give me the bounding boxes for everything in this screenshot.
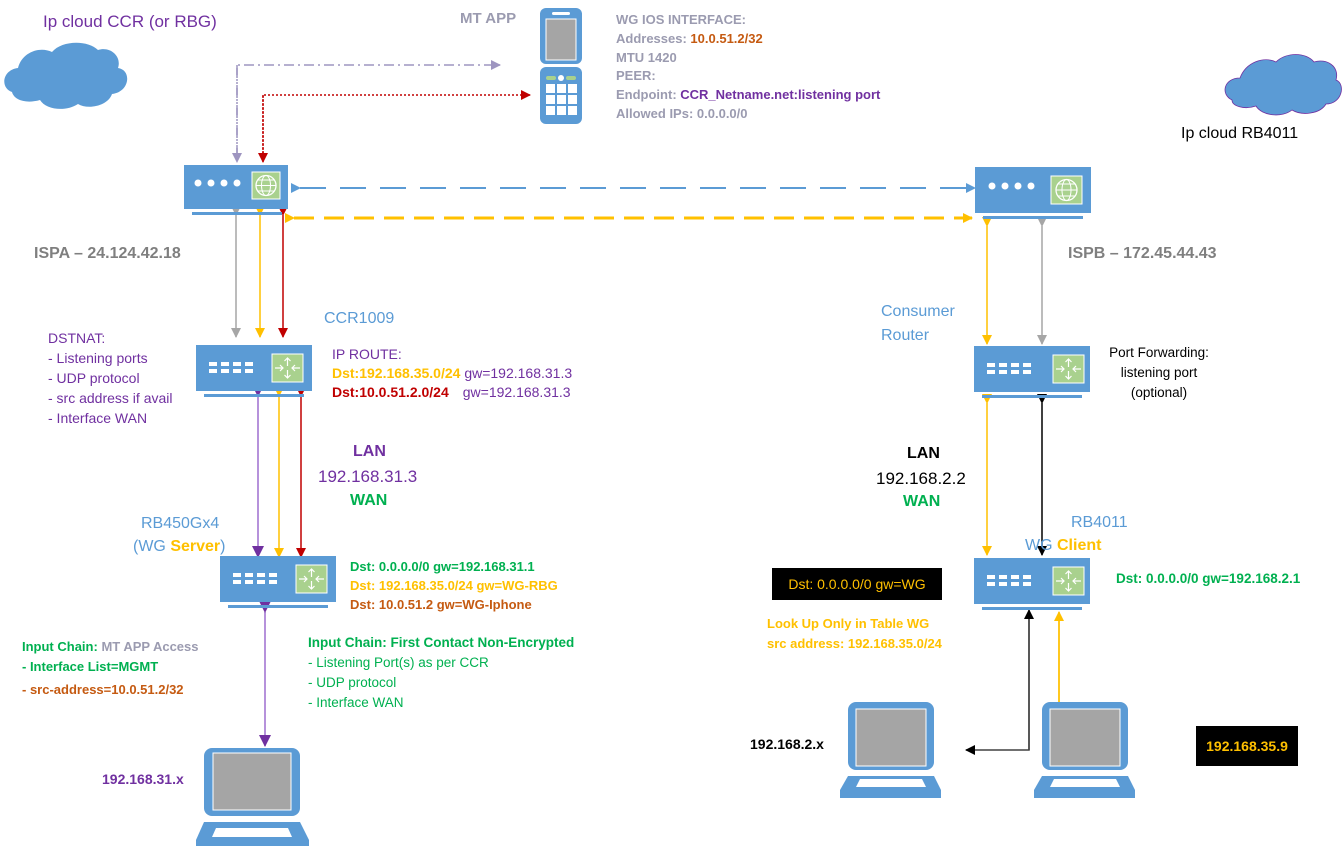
input-chain-first-title: Input Chain: First Contact Non-Encrypted: [308, 635, 575, 650]
wg-ios-title: WG IOS INTERFACE:: [616, 12, 746, 27]
phone-icon[interactable]: [540, 8, 582, 124]
ispa-label: ISPA – 24.124.42.18: [34, 245, 181, 262]
rb4011-route: Dst: 0.0.0.0/0 gw=192.168.2.1: [1116, 571, 1301, 586]
ispb-label: ISPB – 172.45.44.43: [1068, 245, 1217, 262]
right-link-ip: 192.168.2.2: [876, 469, 966, 488]
wg-table-route: Dst: 0.0.0.0/0 gw=WG: [788, 576, 926, 592]
cloud-label-right: Ip cloud RB4011: [1181, 125, 1299, 142]
input-chain-first-item: - Interface WAN: [308, 695, 404, 710]
ccr-ip-route-info: IP ROUTE: Dst:192.168.35.0/24 gw=192.168…: [332, 345, 572, 402]
port-forwarding-info: Port Forwarding: listening port (optiona…: [1109, 345, 1209, 400]
left-pc-ip: 192.168.31.x: [102, 771, 184, 787]
dstnat-title: DSTNAT:: [48, 330, 106, 346]
input-chain-first-item: - UDP protocol: [308, 675, 397, 690]
rb450-route: Dst: 192.168.35.0/24 gw=WG-RBG: [350, 578, 558, 593]
rb4011-role: WG Client: [1025, 537, 1102, 554]
ip-route-dst: Dst:192.168.35.0/24: [332, 365, 461, 381]
router-arrows-icon: [1052, 354, 1085, 384]
left-link-ip: 192.168.31.3: [318, 467, 418, 486]
ip-route-gw: gw=192.168.31.3: [462, 384, 571, 400]
laptop-icon-192-168-35-9[interactable]: [1034, 702, 1135, 798]
rb450-route: Dst: 10.0.51.2 gw=WG-Iphone: [350, 597, 532, 612]
wg-ios-mtu: MTU 1420: [616, 49, 677, 65]
left-wan-label: WAN: [350, 492, 388, 509]
wg-ios-allowed-ips: Allowed IPs: 0.0.0.0/0: [616, 105, 748, 121]
input-chain-mgmt-src: - src-address=10.0.51.2/32: [22, 682, 184, 697]
ispb-modem[interactable]: [975, 167, 1091, 219]
cloud-icon-left: [4, 42, 128, 109]
rb450gx4-router[interactable]: [220, 556, 336, 608]
input-chain-mgmt: Input Chain: MT APP Access - Interface L…: [22, 637, 199, 700]
laptop-icon-192-168-2-x[interactable]: [840, 702, 941, 798]
globe-icon: [251, 171, 281, 200]
wg-ios-endpoint-value: CCR_Netname.net:listening port: [680, 87, 881, 103]
dstnat-item: - Interface WAN: [48, 410, 148, 426]
ip-route-dst: Dst:10.0.51.2.0/24: [332, 384, 449, 400]
right-lan-label: LAN: [907, 445, 940, 462]
right-pc2-ip: 192.168.35.9: [1206, 738, 1288, 754]
mt-app-wg-link: [258, 90, 531, 163]
laptop-icon-192-168-31-x[interactable]: [196, 748, 309, 846]
mt-app-label: MT APP: [460, 10, 517, 27]
dstnat-info: DSTNAT: - Listening ports - UDP protocol…: [48, 328, 172, 428]
ccr1009-router[interactable]: [196, 345, 312, 397]
ip-route-gw: gw=192.168.31.3: [460, 365, 573, 381]
right-wan-label: WAN: [903, 493, 941, 510]
cloud-label-left: Ip cloud CCR (or RBG): [43, 12, 217, 31]
rb4011-pc1-black-link: [965, 612, 1030, 755]
rb450-role: (WG Server): [133, 538, 226, 555]
wg-ios-addresses-label: Addresses:: [616, 30, 691, 46]
dstnat-item: - UDP protocol: [48, 370, 140, 386]
consumer-router[interactable]: [974, 346, 1090, 398]
ip-route-title: IP ROUTE:: [332, 346, 402, 362]
rb4011-label: RB4011: [1071, 514, 1128, 531]
lookup-rule-info: Look Up Only in Table WG src address: 19…: [767, 616, 942, 651]
dstnat-item: - src address if avail: [48, 390, 173, 406]
right-pc2-ip-box: 192.168.35.9: [1196, 726, 1298, 766]
cloud-icon-right: [1224, 54, 1342, 116]
right-pc1-ip: 192.168.2.x: [750, 736, 824, 752]
mt-app-mgmt-link: [232, 60, 501, 163]
input-chain-mgmt-iface: - Interface List=MGMT: [22, 659, 159, 674]
globe-icon: [1050, 175, 1083, 205]
router-arrows-icon: [295, 564, 328, 594]
ispa-modem[interactable]: [184, 165, 288, 215]
wg-ios-addresses-value: 10.0.51.2/32: [690, 30, 763, 46]
rb4011-router[interactable]: [974, 558, 1090, 610]
wg-ios-interface-info: WG IOS INTERFACE: Addresses: 10.0.51.2/3…: [616, 11, 880, 124]
input-chain-first-contact: Input Chain: First Contact Non-Encrypted…: [308, 633, 574, 713]
router-arrows-icon: [271, 353, 304, 383]
wg-ios-endpoint-label: Endpoint:: [616, 87, 681, 103]
rb450-routes: Dst: 0.0.0.0/0 gw=192.168.31.1 Dst: 192.…: [350, 557, 558, 614]
wg-table-route-box: Dst: 0.0.0.0/0 gw=WG: [772, 568, 942, 600]
left-lan-label: LAN: [353, 443, 386, 460]
wg-ios-peer: PEER:: [616, 68, 656, 84]
router-arrows-icon: [1052, 566, 1085, 596]
rb450-route: Dst: 0.0.0.0/0 gw=192.168.31.1: [350, 559, 535, 574]
dstnat-item: - Listening ports: [48, 350, 148, 366]
rb450-label: RB450Gx4: [141, 515, 220, 532]
input-chain-first-item: - Listening Port(s) as per CCR: [308, 655, 489, 670]
ccr1009-label: CCR1009: [324, 310, 395, 327]
